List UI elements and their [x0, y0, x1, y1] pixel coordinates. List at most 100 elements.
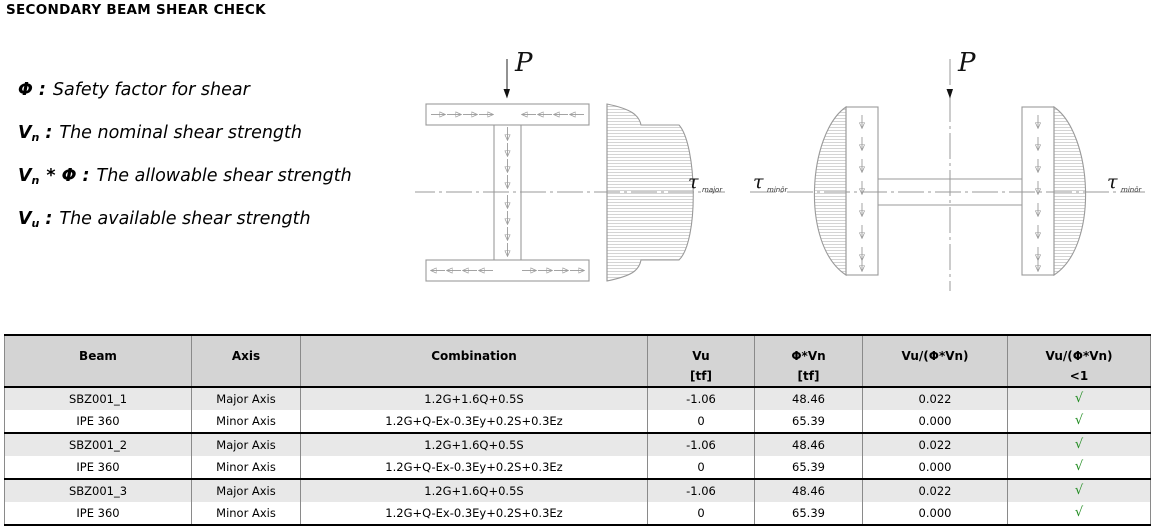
legend-item-phi: Φ : Safety factor for shear [18, 68, 418, 111]
cell-beam: IPE 360 [4, 456, 192, 479]
load-label-minor: P [957, 48, 976, 78]
cell-axis: Major Axis [191, 432, 301, 456]
cell-combination: 1.2G+1.6Q+0.5S [300, 432, 648, 456]
table-row: SBZ001_3 Major Axis 1.2G+1.6Q+0.5S -1.06… [4, 478, 1151, 502]
cell-ratio: 0.022 [862, 432, 1008, 456]
legend-symbol: Vu [18, 208, 40, 230]
cell-beam: IPE 360 [4, 502, 192, 526]
cell-check-pass: √ [1007, 386, 1151, 410]
column-header-axis: Axis [191, 334, 301, 388]
cell-combination: 1.2G+1.6Q+0.5S [300, 386, 648, 410]
cell-vu: 0 [647, 410, 755, 433]
table-header-row: Beam Axis Combination Vu [tf] Φ*Vn [tf] … [4, 334, 1151, 388]
svg-text:minör: minör [767, 186, 788, 194]
cell-beam: SBZ001_1 [4, 386, 192, 410]
cell-phi-vn: 65.39 [754, 410, 863, 433]
cell-axis: Minor Axis [191, 410, 301, 433]
major-axis-figure: τ major [415, 59, 725, 282]
svg-text:major: major [702, 186, 723, 194]
table-row: SBZ001_2 Major Axis 1.2G+1.6Q+0.5S -1.06… [4, 432, 1151, 456]
cell-check-pass: √ [1007, 502, 1151, 526]
symbol-legend: Φ : Safety factor for shear Vn : The nom… [18, 68, 418, 240]
cell-phi-vn: 48.46 [754, 478, 863, 502]
table-row: IPE 360 Minor Axis 1.2G+Q-Ex-0.3Ey+0.2S+… [4, 502, 1151, 526]
table-body: SBZ001_1 Major Axis 1.2G+1.6Q+0.5S -1.06… [4, 386, 1151, 526]
legend-symbol-suffix: * Φ [46, 165, 77, 186]
shear-stress-distribution-major [606, 103, 694, 282]
shear-diagrams: τ major [415, 45, 1145, 313]
cell-phi-vn: 48.46 [754, 386, 863, 410]
header-line-2: <1 [1069, 369, 1089, 383]
minor-axis-figure: τ minör τ minör [750, 59, 1145, 291]
legend-description: The available shear strength [59, 208, 311, 229]
cell-combination: 1.2G+Q-Ex-0.3Ey+0.2S+0.3Ez [300, 456, 648, 479]
header-line-1: Vu/(Φ*Vn) [1045, 349, 1113, 363]
cell-check-pass: √ [1007, 410, 1151, 433]
cell-axis: Major Axis [191, 386, 301, 410]
shear-stress-distribution-minor-left [813, 105, 847, 277]
cell-vu: 0 [647, 456, 755, 479]
header-line-1: Vu/(Φ*Vn) [901, 349, 969, 363]
cell-beam: SBZ001_3 [4, 478, 192, 502]
page-title: SECONDARY BEAM SHEAR CHECK [6, 2, 266, 18]
svg-text:τ: τ [753, 171, 764, 193]
i-section-outline [425, 103, 590, 282]
cell-phi-vn: 65.39 [754, 502, 863, 526]
cell-phi-vn: 65.39 [754, 456, 863, 479]
cell-ratio: 0.000 [862, 456, 1008, 479]
cell-vu: -1.06 [647, 386, 755, 410]
load-label-major: P [514, 48, 533, 78]
cell-axis: Major Axis [191, 478, 301, 502]
column-header-vu: Vu [tf] [647, 334, 755, 388]
cell-check-pass: √ [1007, 456, 1151, 479]
cell-combination: 1.2G+Q-Ex-0.3Ey+0.2S+0.3Ez [300, 502, 648, 526]
shear-stress-distribution-minor-right [1053, 105, 1087, 277]
svg-text:τ: τ [688, 171, 699, 193]
legend-colon: : [45, 208, 53, 229]
cell-beam: IPE 360 [4, 410, 192, 433]
shear-check-table: Beam Axis Combination Vu [tf] Φ*Vn [tf] … [4, 334, 1151, 526]
column-header-combination: Combination [300, 334, 648, 388]
legend-item-vn-phi: Vn * Φ : The allowable shear strength [18, 154, 418, 197]
header-line-1: Combination [431, 349, 517, 363]
legend-description: Safety factor for shear [52, 79, 250, 100]
cell-axis: Minor Axis [191, 502, 301, 526]
tau-minor-left-label: τ minör [753, 171, 788, 194]
header-line-2: [tf] [690, 369, 712, 383]
cell-phi-vn: 48.46 [754, 432, 863, 456]
table-row: IPE 360 Minor Axis 1.2G+Q-Ex-0.3Ey+0.2S+… [4, 456, 1151, 479]
header-line-1: Axis [231, 349, 261, 363]
cell-check-pass: √ [1007, 478, 1151, 502]
legend-colon: : [82, 165, 90, 186]
legend-item-vn: Vn : The nominal shear strength [18, 111, 418, 154]
column-header-phi-vn: Φ*Vn [tf] [754, 334, 863, 388]
tau-minor-right-label: τ minör [1107, 171, 1142, 194]
legend-symbol: Vn [18, 165, 40, 187]
cell-ratio: 0.022 [862, 386, 1008, 410]
legend-colon: : [38, 79, 46, 100]
load-arrow-minor [946, 89, 953, 99]
cell-beam: SBZ001_2 [4, 432, 192, 456]
table-row: SBZ001_1 Major Axis 1.2G+1.6Q+0.5S -1.06… [4, 386, 1151, 410]
legend-description: The allowable shear strength [96, 165, 352, 186]
legend-symbol: Vn [18, 122, 40, 144]
cell-ratio: 0.022 [862, 478, 1008, 502]
cell-ratio: 0.000 [862, 502, 1008, 526]
cell-axis: Minor Axis [191, 456, 301, 479]
header-line-1: Beam [79, 349, 117, 363]
tau-major-label: τ major [688, 171, 723, 194]
legend-symbol: Φ [18, 79, 33, 100]
header-line-1: Φ*Vn [791, 349, 826, 363]
cell-vu: -1.06 [647, 478, 755, 502]
svg-text:minör: minör [1121, 186, 1142, 194]
column-header-ratio-check: Vu/(Φ*Vn) <1 [1007, 334, 1151, 388]
column-header-beam: Beam [4, 334, 192, 388]
load-arrow-major [503, 59, 510, 99]
column-header-ratio: Vu/(Φ*Vn) [862, 334, 1008, 388]
legend-item-vu: Vu : The available shear strength [18, 197, 418, 240]
legend-description: The nominal shear strength [59, 122, 302, 143]
cell-ratio: 0.000 [862, 410, 1008, 433]
legend-colon: : [45, 122, 53, 143]
table-row: IPE 360 Minor Axis 1.2G+Q-Ex-0.3Ey+0.2S+… [4, 410, 1151, 433]
cell-vu: -1.06 [647, 432, 755, 456]
